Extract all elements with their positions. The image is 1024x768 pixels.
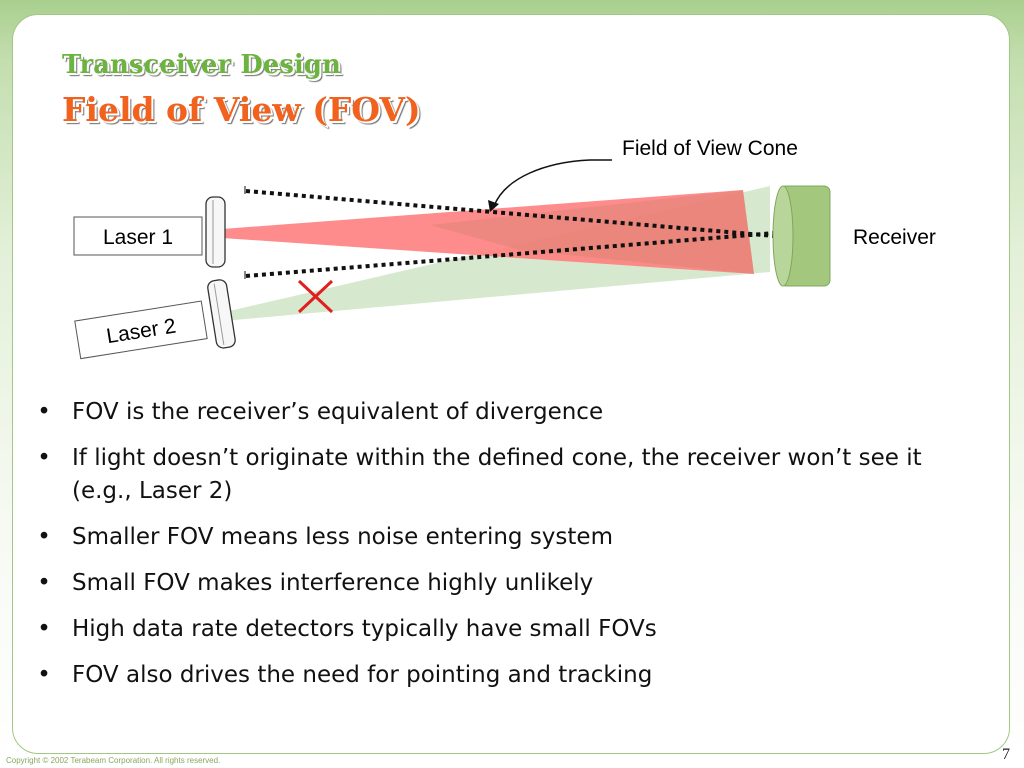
receiver [772,185,831,287]
fov-cone-lower-edge [245,231,776,278]
footer-copyright: Copyright © 2002 Terabeam Corporation. A… [6,756,221,765]
laser2-box-group: Laser 2 [74,300,208,360]
fov-callout-leader [493,159,612,207]
bullet-marker: • [37,616,51,642]
bullet-marker: • [37,524,51,550]
laser1-label: Laser 1 [103,226,173,249]
bullet-text: If light doesn’t originate within the de… [72,445,922,504]
bullet-item: • Smaller FOV means less noise entering … [32,521,982,554]
fov-cone-upper-edge [245,189,776,238]
bullet-text: FOV also drives the need for pointing an… [72,662,653,688]
bullet-text: Smaller FOV means less noise entering sy… [72,524,613,550]
laser1-lens [205,196,226,268]
bullet-list: • FOV is the receiver’s equivalent of di… [32,396,982,705]
laser1-beam [222,190,754,274]
bullet-marker: • [37,445,51,471]
fov-callout-arrowhead [488,200,499,212]
bullet-item: • FOV is the receiver’s equivalent of di… [32,396,982,429]
fov-cone-label: Field of View Cone [622,137,798,160]
bullet-item: • If light doesn’t originate within the … [32,442,982,508]
slide-title-line2: Field of View (FOV) [62,90,421,129]
bullet-text: Small FOV makes interference highly unli… [72,570,594,596]
bullet-marker: • [37,399,51,425]
laser2-lens [207,279,236,349]
receiver-label: Receiver [853,226,936,249]
beam-overlap [430,190,754,274]
bullet-text: FOV is the receiver’s equivalent of dive… [72,399,604,425]
bullet-text: High data rate detectors typically have … [72,616,657,642]
fov-cone [244,186,776,279]
bullet-item: • High data rate detectors typically hav… [32,613,982,646]
slide-frame [12,14,1010,754]
laser1-box [73,216,203,256]
bullet-item: • FOV also drives the need for pointing … [32,659,982,692]
slide-title-line1: Transceiver Design [62,50,341,80]
bullet-marker: • [37,662,51,688]
bullet-item: • Small FOV makes interference highly un… [32,567,982,600]
page-number: 7 [1002,746,1010,763]
reject-x-mark [297,279,334,314]
bullet-marker: • [37,570,51,596]
laser2-box [74,300,208,360]
